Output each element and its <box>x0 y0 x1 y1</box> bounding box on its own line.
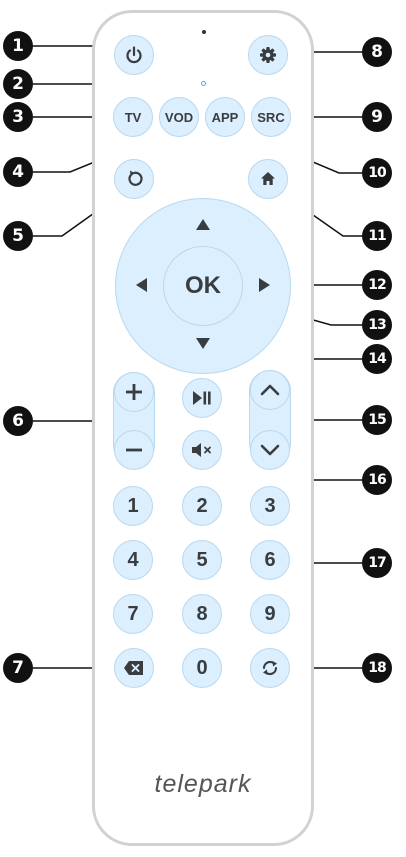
digit-1-button[interactable]: 1 <box>113 486 153 526</box>
digit-4-button[interactable]: 4 <box>113 540 153 580</box>
app-label: APP <box>211 109 239 125</box>
callout-1: 1 <box>3 31 33 61</box>
chevron-down-icon <box>260 443 280 457</box>
refresh-button[interactable] <box>250 648 290 688</box>
status-led <box>201 81 206 86</box>
ir-sensor-dot <box>202 30 206 34</box>
tv-button[interactable]: TV <box>113 97 153 137</box>
digit-label: 2 <box>196 494 208 517</box>
gear-icon <box>258 45 278 65</box>
up-arrow-icon[interactable] <box>196 219 210 231</box>
tv-label: TV <box>124 109 142 125</box>
digit-6-button[interactable]: 6 <box>250 540 290 580</box>
callout-2: 2 <box>3 69 33 99</box>
callout-16: 16 <box>362 465 392 495</box>
callout-3: 3 <box>3 102 33 132</box>
digit-label: 8 <box>196 602 208 625</box>
callout-4: 4 <box>3 157 33 187</box>
digit-9-button[interactable]: 9 <box>250 594 290 634</box>
digit-2-button[interactable]: 2 <box>182 486 222 526</box>
minus-icon <box>125 441 143 459</box>
callout-9: 9 <box>362 102 392 132</box>
app-button[interactable]: APP <box>205 97 245 137</box>
power-icon <box>124 45 144 65</box>
callout-6: 6 <box>3 406 33 436</box>
digit-0-button[interactable]: 0 <box>182 648 222 688</box>
back-arrow-icon <box>124 169 144 189</box>
power-button[interactable] <box>114 35 154 75</box>
channel-up-button[interactable] <box>250 370 290 410</box>
backspace-button[interactable] <box>114 648 154 688</box>
back-button[interactable] <box>114 159 154 199</box>
play-pause-icon <box>192 390 212 406</box>
down-arrow-icon[interactable] <box>196 338 210 350</box>
volume-down-button[interactable] <box>114 430 154 470</box>
callout-13: 13 <box>362 310 392 340</box>
digit-8-button[interactable]: 8 <box>182 594 222 634</box>
mute-button[interactable] <box>182 430 222 470</box>
right-arrow-icon[interactable] <box>258 278 270 292</box>
callout-15: 15 <box>362 405 392 435</box>
callout-18: 18 <box>362 653 392 683</box>
mute-icon <box>191 442 213 458</box>
vod-label: VOD <box>164 109 194 125</box>
src-label: SRC <box>257 109 285 125</box>
digit-5-button[interactable]: 5 <box>182 540 222 580</box>
channel-down-button[interactable] <box>250 430 290 470</box>
left-arrow-icon[interactable] <box>136 278 148 292</box>
callout-11: 11 <box>362 221 392 251</box>
backspace-icon <box>123 660 145 676</box>
digit-label: 7 <box>127 602 139 625</box>
digit-label: 4 <box>127 548 139 571</box>
digit-3-button[interactable]: 3 <box>250 486 290 526</box>
callout-8: 8 <box>362 37 392 67</box>
vod-button[interactable]: VOD <box>159 97 199 137</box>
src-button[interactable]: SRC <box>251 97 291 137</box>
callout-10: 10 <box>362 158 392 188</box>
play-pause-button[interactable] <box>182 378 222 418</box>
callout-5: 5 <box>3 221 33 251</box>
digit-label: 9 <box>264 602 276 625</box>
ok-button[interactable]: OK <box>163 246 243 326</box>
home-button[interactable] <box>248 159 288 199</box>
callout-12: 12 <box>362 270 392 300</box>
brand-logo: telepark <box>154 770 252 798</box>
ok-label: OK <box>185 272 221 299</box>
chevron-up-icon <box>260 383 280 397</box>
callout-7: 7 <box>3 653 33 683</box>
digit-7-button[interactable]: 7 <box>113 594 153 634</box>
digit-label: 0 <box>196 656 208 679</box>
digit-label: 1 <box>127 494 139 517</box>
plus-icon <box>125 383 143 401</box>
digit-label: 3 <box>264 494 276 517</box>
volume-up-button[interactable] <box>114 372 154 412</box>
callout-17: 17 <box>362 548 392 578</box>
digit-label: 6 <box>264 548 276 571</box>
callout-14: 14 <box>362 344 392 374</box>
digit-label: 5 <box>196 548 208 571</box>
refresh-icon <box>260 658 280 678</box>
settings-button[interactable] <box>248 35 288 75</box>
home-icon <box>259 170 277 188</box>
